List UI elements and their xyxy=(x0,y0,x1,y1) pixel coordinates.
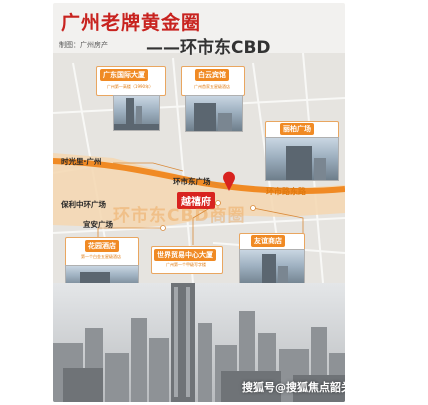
friendship-store-label: 友谊商店 xyxy=(251,235,285,247)
poster-title: 广州老牌黄金圈 xyxy=(61,12,202,34)
road-label: 环市路东路 xyxy=(266,187,306,196)
baiyun-hotel-note: 广州首家五星级酒店 xyxy=(194,84,230,89)
intl-tower-label: 广东国际大厦 xyxy=(100,69,148,81)
map-credit: 制图：广州房产 xyxy=(59,41,108,49)
yian-label: 宜安广场 xyxy=(83,220,113,229)
intl-tower-note: 广州第一高楼（1990年） xyxy=(106,84,154,89)
garden-hotel-label: 花园酒店 xyxy=(85,240,119,252)
friendship-store-photo xyxy=(239,249,305,287)
baoli-label: 保利中环广场 xyxy=(61,200,106,209)
liby-plaza-photo xyxy=(265,137,339,181)
world-trade-note: 广州第一个甲级写字楼 xyxy=(166,262,206,267)
poster-subtitle: ——环市东CBD xyxy=(146,38,271,58)
poster: 广州老牌黄金圈 制图：广州房产 ——环市东CBD 广东国际大厦 广州第一高楼（1… xyxy=(53,3,345,402)
world-trade-label: 世界贸易中心大厦 xyxy=(154,249,216,261)
garden-hotel-card xyxy=(65,237,139,267)
intl-tower-photo xyxy=(113,95,160,131)
baiyun-hotel-label: 白云宾馆 xyxy=(195,69,229,81)
district-ghost-text: 环市东CBD商圈 xyxy=(113,206,246,226)
yuexifu-marker-label: 越禧府 xyxy=(177,192,215,209)
huanshidong-plaza-label: 环市东广场 xyxy=(173,177,211,186)
shiguangli-label: 时光里·广州 xyxy=(61,157,102,166)
watermark: 搜狐号@搜狐焦点韶关站 xyxy=(242,381,345,394)
skyline-photo xyxy=(53,283,345,402)
baiyun-hotel-photo xyxy=(185,95,243,132)
liby-plaza-label: 丽柏广场 xyxy=(280,123,314,135)
garden-hotel-note: 第一个白金五星级酒店 xyxy=(81,254,121,259)
